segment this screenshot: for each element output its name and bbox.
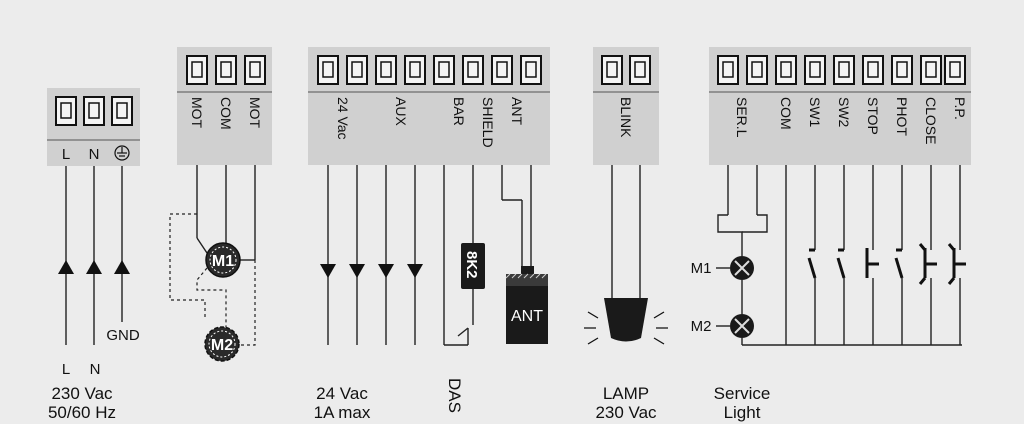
aux-label-aux: AUX (393, 97, 409, 126)
das-caption: DAS (445, 378, 464, 413)
arrow-up-icon (114, 260, 130, 274)
motor-m2-label: M2 (211, 337, 233, 354)
control-label-stop: STOP (865, 97, 881, 135)
motor-m1-label: M1 (212, 253, 234, 270)
service-light-wiring (716, 165, 786, 346)
l-label: L (62, 361, 70, 378)
switch-sw2-icon (836, 248, 846, 279)
aux-wiring (320, 165, 532, 346)
arrow-up-icon (58, 260, 74, 274)
power-label-l: L (62, 146, 70, 163)
arrow-down-icon (320, 264, 336, 278)
arrow-down-icon (407, 264, 423, 278)
power-caption-line2: 50/60 Hz (48, 403, 116, 422)
service-lamp-m1-icon (730, 256, 754, 280)
motor-terminal-block: MOT COM MOT (177, 47, 272, 165)
service-caption-line1: Service (714, 384, 771, 403)
power-terminal-l (55, 96, 77, 126)
antenna-label: ANT (511, 308, 543, 325)
switch-pp-icon (947, 243, 966, 285)
aux-label-24vac: 24 Vac (335, 97, 351, 140)
power-caption-line1: 230 Vac (51, 384, 113, 403)
control-label-phot: PHOT (894, 97, 910, 136)
aux-terminals (317, 55, 542, 85)
motor-m2-icon: M2 (204, 326, 240, 362)
service-caption-line2: Light (724, 403, 761, 422)
aux-terminal-block: 24 Vac AUX BAR SHIELD ANT (308, 47, 550, 165)
gnd-label: GND (106, 327, 140, 344)
switch-stop-icon (865, 248, 879, 278)
aux-label-shield: SHIELD (480, 97, 496, 148)
control-label-serl: SER.L (734, 97, 750, 138)
motor-wiring (169, 165, 256, 346)
lamp-label-blink: BLINK (618, 97, 634, 138)
lamp-wiring (611, 165, 641, 298)
motor-terminal-mot2 (244, 55, 266, 85)
aux-label-bar: BAR (451, 97, 467, 126)
antenna-icon: ANT (505, 266, 548, 344)
switch-phot-icon (894, 248, 904, 279)
control-switch-wiring (785, 165, 962, 346)
power-wires (58, 166, 130, 345)
arrow-up-icon (86, 260, 102, 274)
lamp-terminals (601, 55, 651, 85)
aux-caption-line1: 24 Vac (316, 384, 368, 403)
motor-m1-icon: M1 (205, 242, 241, 278)
power-label-n: N (89, 146, 100, 163)
control-label-sw2: SW2 (836, 97, 852, 128)
switch-sw1-icon (807, 248, 817, 279)
service-lamp-m2-icon (730, 314, 754, 338)
resistor-8k2-icon: 8K2 (461, 243, 485, 289)
control-label-com: COM (778, 97, 794, 130)
power-terminal-gnd (111, 96, 133, 126)
lamp-caption-line2: 230 Vac (595, 403, 657, 422)
motor-terminal-com (215, 55, 237, 85)
control-label-sw1: SW1 (807, 97, 823, 128)
aux-label-ant: ANT (509, 97, 525, 125)
service-m2-label: M2 (691, 318, 712, 335)
n-label: N (90, 361, 101, 378)
motor-label-mot1: MOT (189, 97, 205, 129)
switch-close-icon (918, 243, 937, 285)
earth-icon (114, 145, 130, 161)
control-label-close: CLOSE (923, 97, 939, 144)
service-m1-label: M1 (691, 260, 712, 277)
control-terminals (717, 55, 966, 85)
power-terminal-block: L N (47, 88, 140, 166)
control-label-pp: P.P. (952, 97, 968, 120)
resistor-label: 8K2 (463, 251, 480, 279)
arrow-down-icon (378, 264, 394, 278)
motor-label-mot2: MOT (247, 97, 263, 129)
lamp-caption-line1: LAMP (603, 384, 649, 403)
flashing-lamp-icon (584, 298, 668, 345)
lamp-terminal-block: BLINK (593, 47, 659, 165)
motor-label-com: COM (218, 97, 234, 130)
arrow-down-icon (349, 264, 365, 278)
power-terminal-n (83, 96, 105, 126)
aux-caption-line2: 1A max (314, 403, 371, 422)
motor-terminal-mot1 (186, 55, 208, 85)
control-terminal-block: SER.L COM SW1 SW2 STOP PHOT CLOSE P.P. (709, 47, 971, 165)
